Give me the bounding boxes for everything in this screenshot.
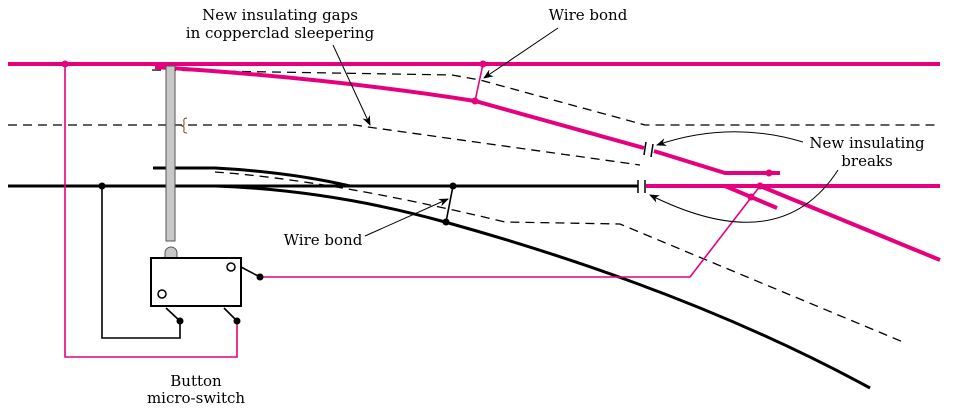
arrow-wire-bond-bottom <box>364 198 449 237</box>
label-gaps-line2: in copperclad sleepering <box>186 24 375 42</box>
wing-rail-magenta <box>653 149 780 175</box>
label-gaps-line1: New insulating gaps <box>202 6 358 24</box>
sleeper-outlines <box>8 69 940 343</box>
wire-switch-to-frog <box>260 185 761 278</box>
label-wire-bond-bottom: Wire bond <box>284 231 363 249</box>
curved-rail-black <box>214 184 871 390</box>
dashed-outline-top <box>151 69 940 126</box>
arrow-break-lower <box>649 169 839 223</box>
switch-blade-black <box>153 166 351 188</box>
arrow-gaps <box>332 44 371 126</box>
arrow-wire-bond-top <box>483 27 559 79</box>
dashed-outline-bottom <box>214 171 904 343</box>
magenta-wires <box>64 63 761 358</box>
wire-bond-top <box>474 63 484 102</box>
arrow-break-upper <box>656 131 804 146</box>
curved-rail-magenta <box>154 65 645 150</box>
label-breaks-line2: breaks <box>841 152 892 170</box>
black-dots <box>98 182 457 325</box>
micro-switch-body <box>150 257 242 307</box>
annotation-arrows <box>332 27 839 237</box>
brace-mark <box>180 117 188 134</box>
label-breaks-line1: New insulating <box>809 134 925 152</box>
magenta-rails <box>8 62 941 262</box>
label-switch-line2: micro-switch <box>147 389 245 407</box>
switch-terminal-hole <box>226 262 236 272</box>
operating-rod <box>165 65 176 242</box>
frog-rail-magenta <box>759 184 941 262</box>
wire-bond-bottom <box>445 185 454 223</box>
label-switch-line1: Button <box>170 372 222 390</box>
break-marks-black <box>637 141 654 193</box>
wire-top-rail-to-switch <box>64 64 238 358</box>
label-wire-bond-top: Wire bond <box>549 6 628 24</box>
switch-terminal-hole <box>157 289 167 299</box>
switch-button <box>164 246 178 259</box>
dashed-outline-middle <box>8 124 641 166</box>
black-rails <box>8 166 871 390</box>
wire-main-rail-to-switch <box>101 186 181 339</box>
